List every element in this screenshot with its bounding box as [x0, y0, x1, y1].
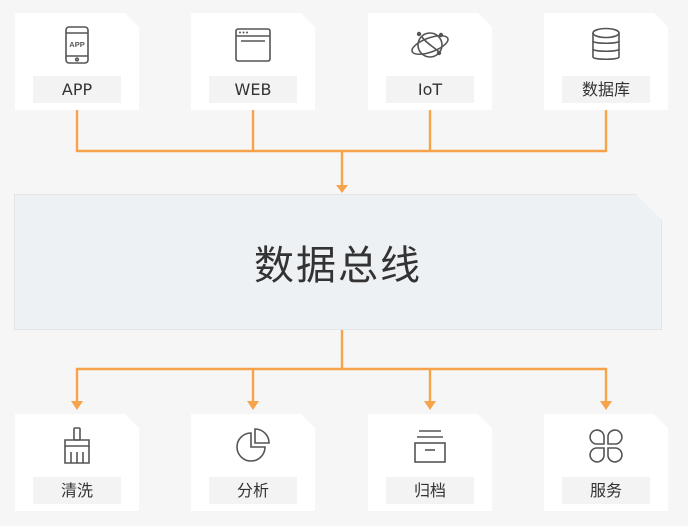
source-label-iot: IoT: [386, 76, 474, 103]
source-label-database: 数据库: [562, 76, 650, 103]
pie-chart-icon: [233, 426, 273, 466]
data-bus-box: 数据总线: [14, 194, 662, 330]
target-label-cleaning: 清洗: [33, 477, 121, 504]
source-label-web: WEB: [209, 76, 297, 103]
app-icon-text: APP: [69, 40, 84, 49]
archive-box-icon: [410, 426, 450, 466]
target-card-service: 服务: [544, 414, 668, 511]
source-card-database: 数据库: [544, 13, 668, 110]
mobile-app-icon: APP: [57, 25, 97, 65]
source-card-web: WEB: [191, 13, 315, 110]
target-label-analysis: 分析: [209, 477, 297, 504]
target-card-archive: 归档: [368, 414, 492, 511]
target-card-analysis: 分析: [191, 414, 315, 511]
database-icon: [586, 25, 626, 65]
globe-orbit-icon: [410, 25, 450, 65]
data-bus-title: 数据总线: [254, 243, 422, 289]
target-label-service: 服务: [562, 477, 650, 504]
source-card-app: APP APP: [15, 13, 139, 110]
target-label-archive: 归档: [386, 477, 474, 504]
broom-icon: [57, 426, 97, 466]
clover-grid-icon: [586, 426, 626, 466]
source-card-iot: IoT: [368, 13, 492, 110]
source-label-app: APP: [33, 76, 121, 103]
browser-window-icon: [233, 25, 273, 65]
target-card-cleaning: 清洗: [15, 414, 139, 511]
